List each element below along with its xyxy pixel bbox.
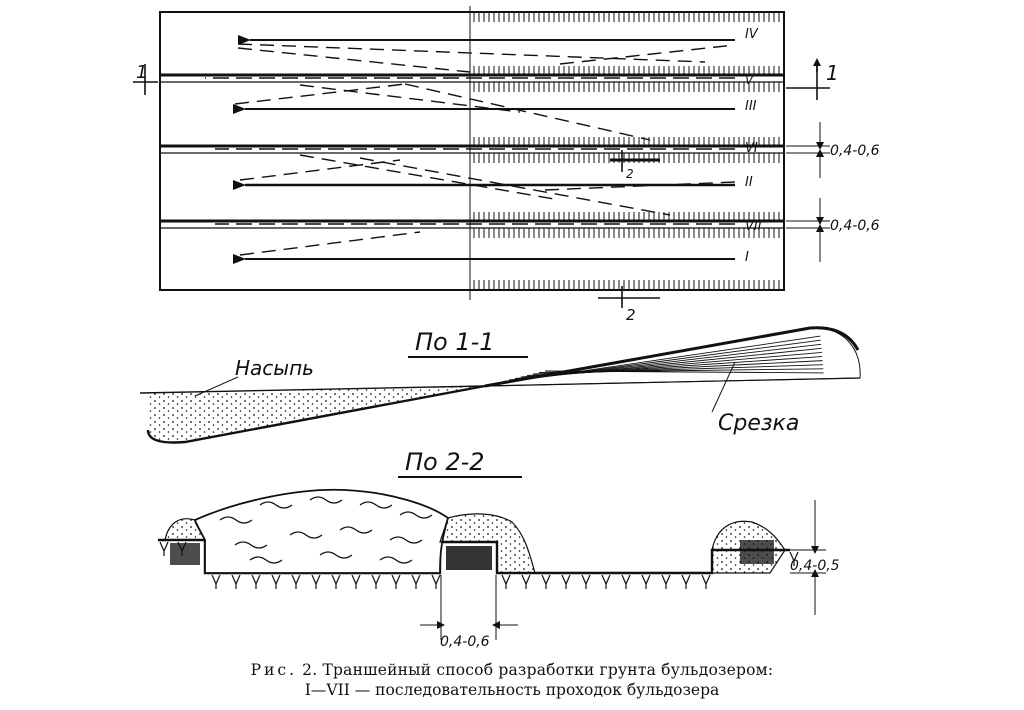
trench-strip-vi: [160, 144, 784, 154]
pass-label-ii: II: [745, 175, 753, 190]
pass-label-iv: IV: [745, 27, 759, 42]
section-2-title: По 2-2: [405, 448, 485, 476]
trench-core-left: [170, 543, 200, 565]
pass-label-iii: III: [745, 99, 757, 114]
section-mark-2: [598, 150, 660, 308]
figure-caption-line1: Рис. 2. Траншейный способ разработки гру…: [0, 660, 1024, 680]
return-paths: [234, 43, 736, 256]
figure-caption-line2: I—VII — последовательность проходок буль…: [304, 681, 720, 699]
section-mark-1-left: 1: [136, 62, 147, 83]
trench-strip-vii: [160, 219, 784, 229]
side-mound-mid: [439, 513, 536, 574]
dim-lower-label: 0,4-0,6: [830, 218, 880, 234]
technical-drawing: IV V III VI II VII I 1 1 2 2: [133, 6, 880, 650]
section-mark-2-mid: 2: [626, 167, 634, 181]
spoil-heap: [193, 488, 450, 574]
caption-prefix: Рис.: [250, 661, 298, 679]
trench-core-right: [740, 540, 774, 564]
plan-hatching: [473, 12, 780, 290]
pass-label-vi: VI: [745, 141, 758, 156]
dim-height: [790, 500, 826, 615]
section-mark-2-bottom: 2: [626, 306, 636, 324]
pass-label-i: I: [745, 250, 749, 265]
section-mark-1: [133, 58, 830, 100]
soil-hatching: [159, 541, 799, 589]
section-mark-1-right: 1: [826, 61, 839, 85]
section-1-1: По 1-1 Насыпь Срезка: [139, 326, 861, 444]
trench-core-mid: [446, 546, 492, 570]
plan-dimensions: [786, 122, 830, 262]
dim-width-label: 0,4-0,6: [440, 634, 490, 650]
trench-strip-v: [160, 73, 784, 83]
section-1-title: По 1-1: [415, 328, 495, 356]
fill-label: Насыпь: [235, 356, 314, 380]
dim-width: [420, 575, 518, 640]
cut-label: Срезка: [718, 411, 799, 436]
plan-view: IV V III VI II VII I 1 1 2 2: [133, 6, 880, 324]
fill-wedge: [148, 386, 485, 443]
section-2-2: По 2-2 0,4-0,6 0,4-: [158, 448, 840, 650]
plan-outline: [159, 11, 785, 291]
dim-upper-label: 0,4-0,6: [830, 143, 880, 159]
pass-label-v: V: [745, 73, 754, 87]
dim-height-label: 0,4-0,5: [790, 558, 840, 574]
pass-label-vii: VII: [745, 219, 762, 234]
caption-title: 2. Траншейный способ разработки грунта б…: [297, 661, 774, 679]
side-mound-left: [164, 518, 206, 541]
